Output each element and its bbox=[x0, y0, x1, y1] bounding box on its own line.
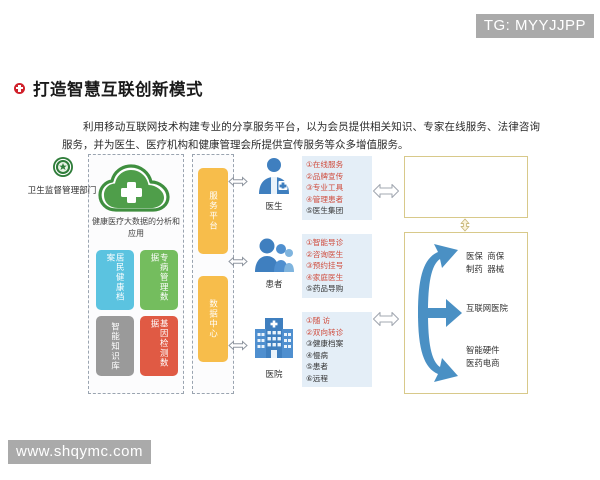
list-item: ①在线服务 bbox=[306, 160, 344, 169]
actor-patient-services: ①智能导诊 ②咨询医生 ③预约挂号 ④家庭医生 ⑤药品导购 bbox=[302, 234, 372, 298]
ecosystem-label-internet-hospital: 互联网医院 bbox=[466, 302, 508, 315]
ecosystem-label-line: 医药电商 bbox=[466, 357, 500, 368]
list-item: ④管理患者 bbox=[306, 194, 344, 204]
ecosystem-label-line: 智能硬件 bbox=[466, 345, 500, 355]
list-item: ③预约挂号 bbox=[306, 261, 344, 271]
ecosystem-label-line: 医保 商保 bbox=[466, 251, 505, 261]
platform-box-service-platform: 服务平台 bbox=[198, 168, 228, 254]
list-item: ②咨询医生 bbox=[306, 249, 344, 259]
bigdata-box-residents-health-records: 居民健康档案 bbox=[96, 250, 134, 310]
actor-hospital-services: ①随 访 ②双向转诊 ③健康档案 ④慢病 ⑤患者 ⑥远程 bbox=[302, 312, 372, 388]
actor-hospital-label: 医院 bbox=[265, 369, 283, 379]
actor-patient-label: 患者 bbox=[265, 279, 283, 289]
list-item: ⑤患者 bbox=[306, 362, 328, 372]
plus-circle-icon bbox=[14, 82, 25, 94]
health-authority-emblem-icon bbox=[53, 157, 73, 177]
list-item: ⑤药品导购 bbox=[306, 284, 344, 294]
bigdata-box-knowledge-base: 智能知识库 bbox=[96, 316, 134, 376]
watermark-top: TG: MYYJJPP bbox=[475, 14, 594, 38]
double-arrow-icon bbox=[228, 340, 248, 351]
ecosystem-label-line: 互联网医院 bbox=[466, 303, 508, 313]
list-item: ④家庭医生 bbox=[306, 272, 344, 282]
list-item: ⑥远程 bbox=[306, 373, 328, 383]
ecosystem-label-smart-hardware: 智能硬件 医药电商 bbox=[466, 344, 500, 369]
ecosystem-label-line: 制药 器械 bbox=[466, 263, 505, 274]
actor-doctor: 医生 ①在线服务 ②品牌宣传 ③专业工具 ④管理患者 ⑤医生集团 bbox=[244, 156, 372, 228]
list-item: ①智能导诊 bbox=[306, 238, 344, 247]
hospital-building-icon bbox=[250, 312, 298, 364]
double-arrow-vertical-icon bbox=[460, 218, 470, 232]
patient-group-icon bbox=[250, 234, 298, 286]
double-arrow-icon bbox=[228, 176, 248, 187]
architecture-diagram: 健康医疗大数据的分析和应用 居民健康档案 专病管理数据 智能知识库 基因检测数据… bbox=[0, 150, 600, 408]
platform-box-data-center: 数据中心 bbox=[198, 276, 228, 362]
government-panel bbox=[404, 156, 528, 218]
list-item: ②品牌宣传 bbox=[306, 171, 344, 181]
list-item: ①随 访 bbox=[306, 316, 331, 325]
page-title: 打造智慧互联创新模式 bbox=[33, 81, 203, 99]
bigdata-caption: 健康医疗大数据的分析和应用 bbox=[92, 217, 180, 238]
page-heading: 打造智慧互联创新模式 bbox=[14, 76, 203, 100]
actor-patient: 患者 ①智能导诊 ②咨询医生 ③预约挂号 ④家庭医生 ⑤药品导购 bbox=[244, 234, 372, 306]
double-arrow-outline-icon bbox=[372, 311, 400, 327]
bigdata-box-disease-management-data: 专病管理数据 bbox=[140, 250, 178, 310]
double-arrow-icon bbox=[228, 256, 248, 267]
cloud-medical-cross-icon bbox=[96, 164, 176, 214]
double-arrow-outline-icon bbox=[372, 183, 400, 199]
doctor-icon bbox=[250, 156, 298, 208]
ecosystem-label-insurance-pharma: 医保 商保 制药 器械 bbox=[466, 250, 504, 275]
actor-hospital: 医院 ①随 访 ②双向转诊 ③健康档案 ④慢病 ⑤患者 ⑥远程 bbox=[244, 312, 372, 398]
list-item: ③健康档案 bbox=[306, 339, 344, 349]
list-item: ④慢病 bbox=[306, 350, 328, 360]
government-panel-label: 卫生监督管理部门 bbox=[27, 185, 97, 195]
watermark-bottom: www.shqymc.com bbox=[8, 440, 152, 464]
bigdata-box-gene-test-data: 基因检测数据 bbox=[140, 316, 178, 376]
actors-column: 医生 ①在线服务 ②品牌宣传 ③专业工具 ④管理患者 ⑤医生集团 bbox=[244, 150, 372, 400]
branching-arrow-icon bbox=[418, 244, 462, 382]
list-item: ③专业工具 bbox=[306, 183, 344, 193]
actor-doctor-label: 医生 bbox=[265, 201, 283, 211]
list-item: ②双向转诊 bbox=[306, 327, 344, 337]
page-subtitle: 利用移动互联网技术构建专业的分享服务平台，以为会员提供相关知识、专家在线服务、法… bbox=[62, 121, 540, 152]
actor-doctor-services: ①在线服务 ②品牌宣传 ③专业工具 ④管理患者 ⑤医生集团 bbox=[302, 156, 372, 220]
list-item: ⑤医生集团 bbox=[306, 206, 344, 216]
